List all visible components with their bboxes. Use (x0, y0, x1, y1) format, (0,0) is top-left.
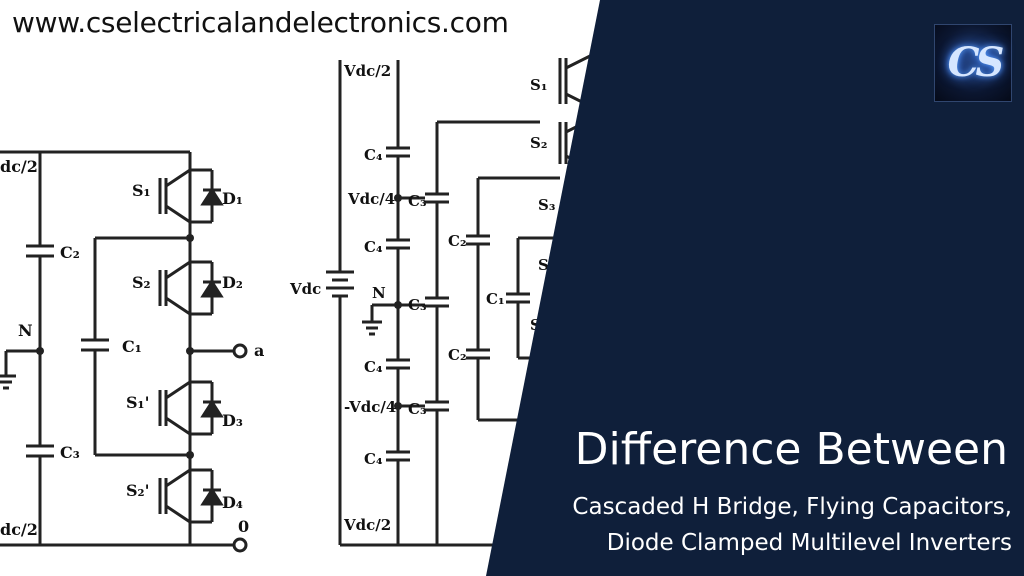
left-switch-symbols (158, 168, 224, 524)
label-right-neg-vdc-quarter: -Vdc/4 (344, 398, 396, 416)
right-diagram-nodes (394, 194, 402, 410)
label-left-s2p: S₂' (126, 481, 149, 500)
label-left-c1: C₁ (122, 337, 142, 356)
label-right-s1: S₁ (530, 76, 547, 94)
left-diagram-labels: dc/2 dc/2 C₂ C₃ C₁ N S₁ S₂ S₁' S₂' D₁ D₂… (0, 157, 264, 539)
subtitle-line-2: Diode Clamped Multilevel Inverters (606, 530, 1012, 556)
left-output-terminals (232, 343, 248, 553)
label-right-s2: S₂ (530, 134, 547, 152)
label-right-c3-3: C₃ (408, 400, 427, 418)
label-right-c2-1: C₂ (448, 232, 467, 250)
navy-panel (486, 0, 1024, 576)
site-url[interactable]: www.cselectricalandelectronics.com (12, 6, 509, 39)
label-right-s3: S₃ (538, 196, 555, 214)
label-left-s1: S₁ (132, 181, 151, 200)
label-right-s-b: S (530, 316, 541, 334)
label-left-s1p: S₁' (126, 393, 149, 412)
label-left-d4: D₄ (222, 493, 243, 512)
label-right-vdc: Vdc (289, 280, 321, 298)
label-right-vdc-top: Vdc/2 (343, 62, 391, 80)
label-left-d3: D₃ (222, 411, 243, 430)
label-left-d2: D₂ (222, 273, 243, 292)
label-left-out-a: a (254, 341, 264, 360)
label-right-c4-3: C₄ (364, 358, 383, 376)
label-left-top-rail: dc/2 (0, 157, 38, 176)
label-right-s-a: S (538, 256, 549, 274)
label-right-n: N (372, 284, 386, 302)
label-right-vdc-bottom: Vdc/2 (343, 516, 391, 534)
label-right-vdc-quarter: Vdc/4 (347, 190, 395, 208)
label-right-c3-1: C₃ (408, 192, 427, 210)
cs-logo-text: CS (947, 39, 1005, 86)
left-diagram-nodes (36, 234, 194, 459)
label-left-c2: C₂ (60, 243, 80, 262)
label-left-out-0: 0 (238, 517, 249, 536)
label-right-c4-4: C₄ (364, 450, 383, 468)
cs-logo[interactable]: CS (934, 24, 1012, 102)
label-left-c3: C₃ (60, 443, 80, 462)
label-right-c4-2: C₄ (364, 238, 383, 256)
title-heading: Difference Between (574, 424, 1008, 475)
label-right-c2-2: C₂ (448, 346, 467, 364)
label-right-c3-2: C₃ (408, 296, 427, 314)
label-left-s2: S₂ (132, 273, 151, 292)
right-diagram-wires (326, 54, 591, 547)
label-right-c4-1: C₄ (364, 146, 383, 164)
label-left-d1: D₁ (222, 189, 243, 208)
label-left-n: N (18, 321, 33, 340)
left-diagram-wires (0, 150, 234, 547)
label-left-bottom-rail: dc/2 (0, 520, 38, 539)
label-right-c1: C₁ (486, 290, 505, 308)
right-diagram-labels: Vdc/2 Vdc/4 Vdc N -Vdc/4 Vdc/2 C₄ C₄ C₄ … (289, 62, 555, 534)
subtitle-line-1: Cascaded H Bridge, Flying Capacitors, (572, 494, 1012, 520)
